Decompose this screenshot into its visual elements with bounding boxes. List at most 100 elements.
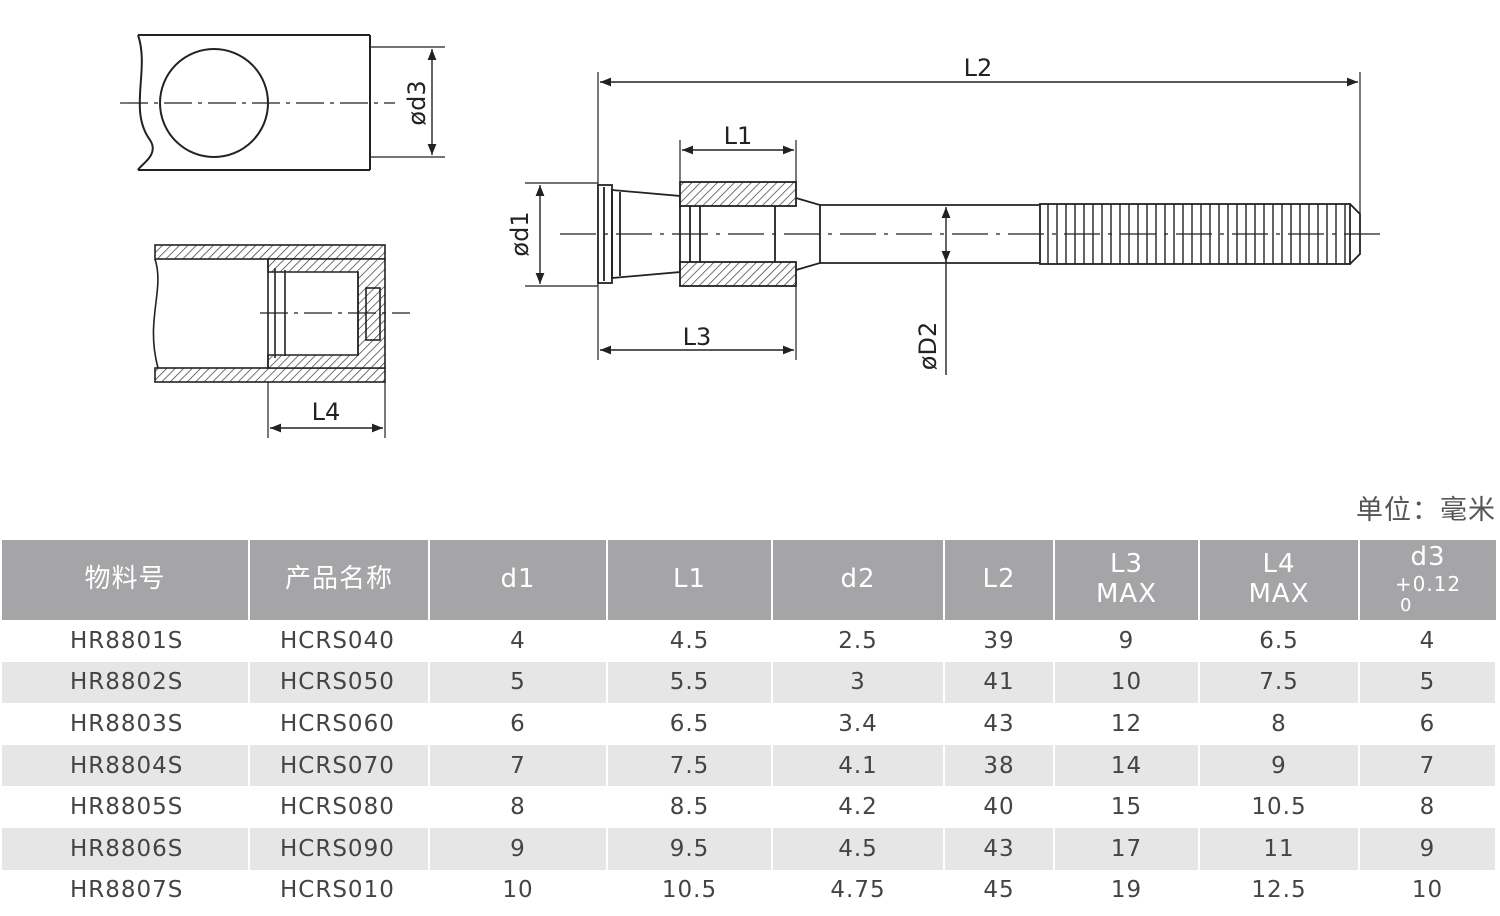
- table-cell: HR8803S: [2, 703, 250, 745]
- table-cell: 7: [429, 744, 608, 787]
- column-header: 产品名称: [249, 540, 430, 620]
- table-cell: 9: [429, 827, 608, 870]
- table-cell: 8: [1199, 703, 1360, 745]
- table-cell: 4.1: [772, 744, 945, 787]
- table-cell: HCRS040: [249, 620, 430, 662]
- table-cell: 12: [1054, 703, 1200, 745]
- table-cell: 17: [1054, 827, 1200, 870]
- table-cell: HCRS080: [249, 786, 430, 828]
- table-cell: 6: [429, 703, 608, 745]
- table-cell: 4.75: [772, 869, 945, 912]
- label-L3: L3: [683, 323, 712, 351]
- table-cell: 45: [944, 869, 1055, 912]
- table-cell: 10: [1054, 661, 1200, 704]
- table-cell: HR8807S: [2, 869, 250, 912]
- table-cell: 4: [429, 620, 608, 662]
- column-header-subtext: +0.12: [1394, 572, 1462, 597]
- table-cell: HCRS010: [249, 869, 430, 912]
- table-cell: 2.5: [772, 620, 945, 662]
- table-cell: 7: [1359, 744, 1497, 787]
- label-D2: øD2: [914, 322, 942, 370]
- column-header: d1: [429, 540, 608, 620]
- table-cell: 12.5: [1199, 869, 1360, 912]
- column-header-text: d1: [500, 564, 536, 595]
- column-header: d2: [772, 540, 945, 620]
- table-cell: 41: [944, 661, 1055, 704]
- column-header: L1: [607, 540, 773, 620]
- column-header-text: d2: [840, 564, 876, 595]
- hole-section-view: [152, 244, 410, 438]
- fastener-drawing: [597, 181, 1361, 287]
- column-header-text: 物料号: [84, 564, 166, 595]
- table-cell: 6.5: [1199, 620, 1360, 662]
- table-cell: 9: [1054, 620, 1200, 662]
- label-d3: ød3: [403, 80, 431, 125]
- table-cell: 9: [1359, 827, 1497, 870]
- table-cell: 38: [944, 744, 1055, 787]
- fastener-dimensions: [525, 72, 1380, 375]
- column-header-text: L4: [1262, 549, 1296, 580]
- table-cell: 4.2: [772, 786, 945, 828]
- table-cell: 15: [1054, 786, 1200, 828]
- table-cell: 43: [944, 703, 1055, 745]
- column-header-subtext: MAX: [1095, 579, 1158, 609]
- table-cell: HR8804S: [2, 744, 250, 787]
- table-cell: 7.5: [1199, 661, 1360, 704]
- table-cell: 10: [1359, 869, 1497, 912]
- table-cell: 5: [1359, 661, 1497, 704]
- table-cell: 8: [429, 786, 608, 828]
- table-cell: HR8805S: [2, 786, 250, 828]
- table-cell: 43: [944, 827, 1055, 870]
- label-L2: L2: [964, 54, 993, 82]
- table-cell: 9: [1199, 744, 1360, 787]
- table-cell: 5: [429, 661, 608, 704]
- table-cell: 4.5: [607, 620, 773, 662]
- table-cell: 10.5: [607, 869, 773, 912]
- label-L4: L4: [312, 398, 341, 426]
- table-cell: HCRS050: [249, 661, 430, 704]
- table-cell: 14: [1054, 744, 1200, 787]
- label-d1: ød1: [506, 211, 534, 256]
- table-cell: HR8801S: [2, 620, 250, 662]
- table-cell: 3.4: [772, 703, 945, 745]
- table-cell: 8: [1359, 786, 1497, 828]
- table-cell: 6.5: [607, 703, 773, 745]
- table-cell: 5.5: [607, 661, 773, 704]
- table-cell: HR8806S: [2, 827, 250, 870]
- table-cell: 6: [1359, 703, 1497, 745]
- table-cell: 4.5: [772, 827, 945, 870]
- table-cell: HCRS090: [249, 827, 430, 870]
- column-header-text: L3: [1109, 549, 1144, 580]
- column-header-tolerance: 0: [1400, 595, 1413, 617]
- label-L1: L1: [724, 122, 753, 150]
- table-cell: HR8802S: [2, 661, 250, 704]
- column-header: 物料号: [2, 540, 250, 620]
- technical-drawing: ød3 L4: [120, 34, 1380, 438]
- column-header-subtext: MAX: [1248, 579, 1310, 609]
- column-header-text: d3: [1410, 542, 1446, 573]
- table-cell: 11: [1199, 827, 1360, 870]
- table-cell: 10: [429, 869, 608, 912]
- table-cell: 39: [944, 620, 1055, 662]
- table-cell: 7.5: [607, 744, 773, 787]
- table-cell: 40: [944, 786, 1055, 828]
- table-cell: 3: [772, 661, 945, 704]
- table-cell: 8.5: [607, 786, 773, 828]
- table-cell: HCRS060: [249, 703, 430, 745]
- table-cell: 9.5: [607, 827, 773, 870]
- table-cell: 19: [1054, 869, 1200, 912]
- unit-label: 单位：毫米: [1356, 495, 1496, 526]
- hole-top-view: [120, 34, 445, 171]
